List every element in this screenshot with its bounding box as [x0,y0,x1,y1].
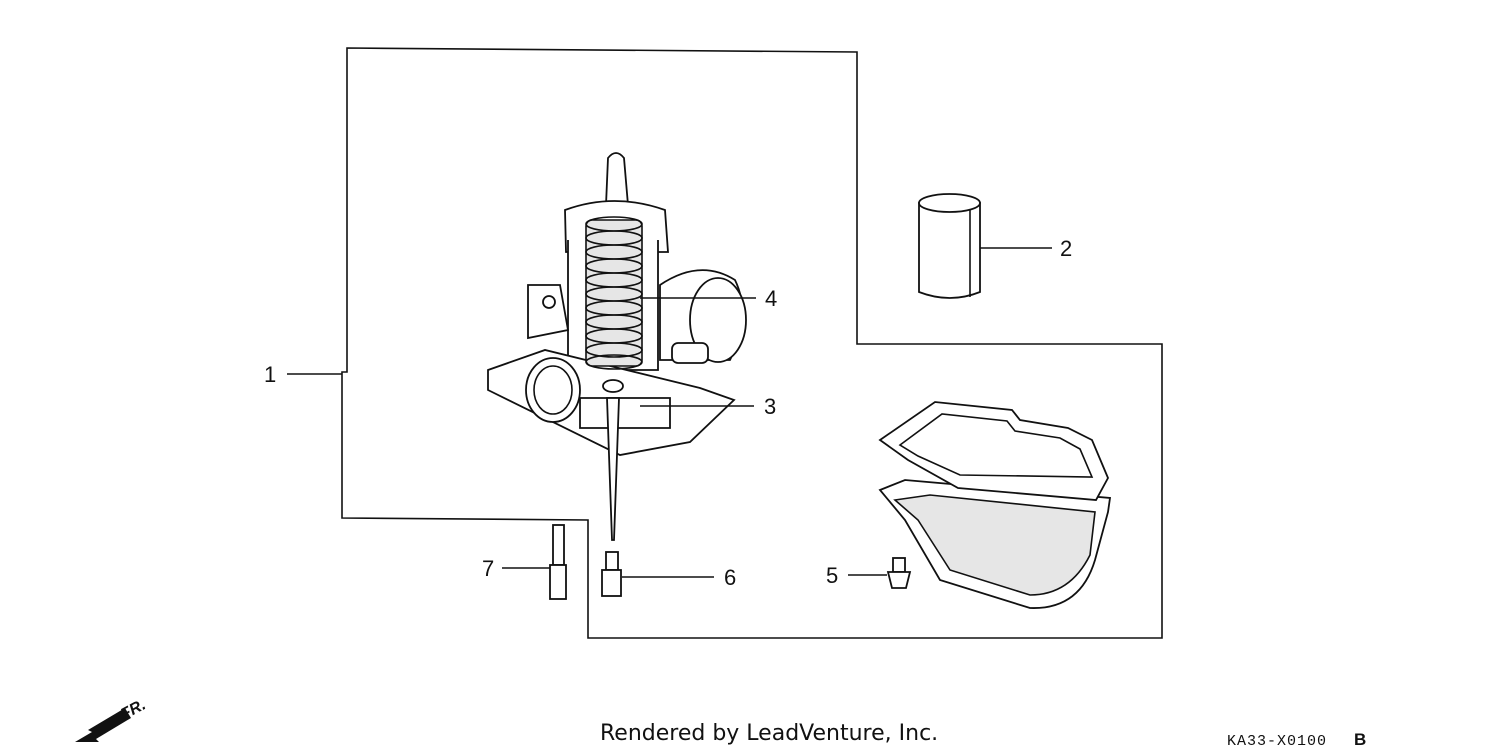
slow-jet[interactable] [549,524,567,600]
float-chamber[interactable] [878,479,1112,609]
callout-2[interactable]: 2 [1060,236,1072,261]
jet-needle[interactable] [602,379,624,541]
assembly-outline [341,47,1163,639]
footer-credit: Rendered by LeadVenture, Inc. [600,721,938,746]
front-direction-arrow: FR. [75,696,149,742]
float-chamber-gasket[interactable] [878,401,1109,501]
callout-4[interactable]: 4 [765,286,777,311]
drain-screw[interactable] [886,557,912,589]
callout-6[interactable]: 6 [724,565,736,590]
diagram-code-suffix: B [1354,730,1366,749]
callout-7[interactable]: 7 [482,556,494,581]
callout-3[interactable]: 3 [764,394,776,419]
throttle-slide[interactable] [918,193,981,299]
callout-5[interactable]: 5 [826,563,838,588]
diagram-code: KA33-X0100 [1227,733,1327,750]
main-jet[interactable] [601,551,622,597]
leader-lines [287,247,1052,578]
callout-1[interactable]: 1 [264,362,276,387]
